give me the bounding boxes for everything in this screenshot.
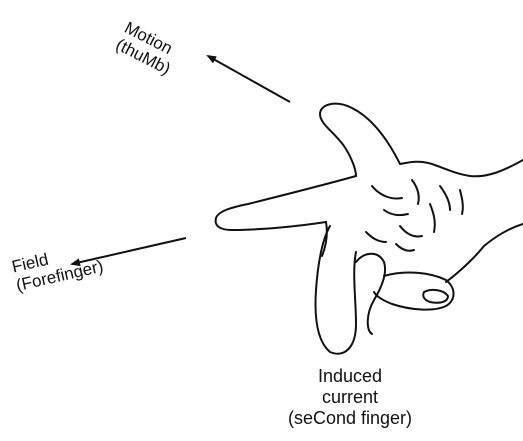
hand-outline [216,104,523,354]
current-label-line1: Induced [270,366,430,387]
current-label-line3: (seCond finger) [270,408,430,429]
current-label: Induced current (seCond finger) [270,366,430,429]
current-label-line2: current [270,387,430,408]
motion-arrow [208,56,290,102]
